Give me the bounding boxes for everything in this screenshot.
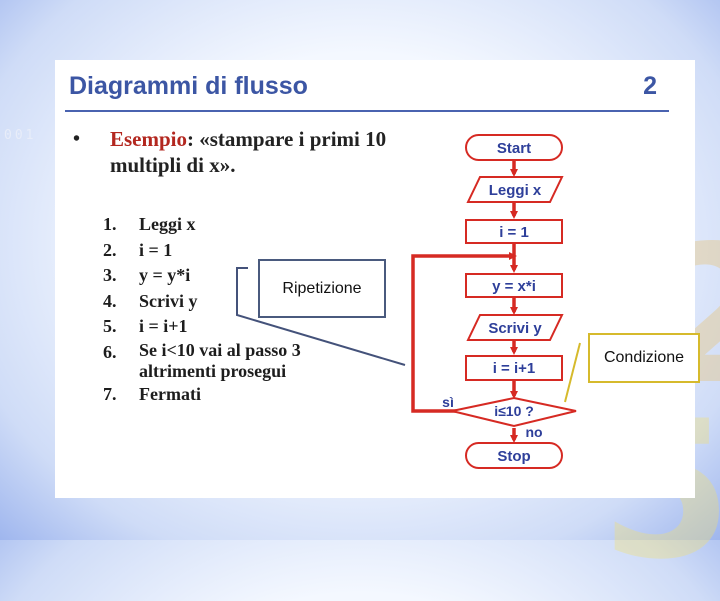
list-item: 5.i = i+1: [103, 316, 188, 336]
init-process-box: [465, 219, 563, 244]
start-terminal: [465, 134, 563, 161]
start-label: Start: [497, 140, 531, 157]
list-item: 2.i = 1: [103, 239, 173, 260]
decision-diamond: [451, 396, 577, 428]
bullet-marker: •: [73, 128, 81, 150]
flowchart-diagram: Start Leggi x i = 1 y = x*i Scrivi y i =…: [236, 134, 581, 469]
write-output-shape: [466, 314, 564, 341]
list-item: 4.Scrivi y: [103, 290, 198, 311]
no-label: no: [525, 424, 542, 440]
title-divider: [65, 110, 669, 112]
compute-label: y = x*i: [492, 278, 536, 295]
repetition-leader-line: [236, 267, 406, 366]
list-item: 6.Se i<10 vai al passo 3 altrimenti pros…: [103, 339, 301, 381]
stop-terminal: [465, 442, 563, 469]
compute-process-box: [465, 273, 563, 298]
decision-label: i≤10 ?: [494, 403, 534, 419]
flow-connectors: [411, 160, 518, 443]
condition-leader-line: [564, 342, 581, 403]
slide-title: Diagrammi di flusso: [69, 72, 308, 100]
background-code-text: 001: [4, 128, 37, 143]
example-keyword: Esempio: [110, 127, 188, 151]
example-body: : «stampare i primi 10 multipli di x».: [110, 127, 387, 177]
init-label: i = 1: [499, 224, 529, 241]
steps-list: 1.Leggi x 2.i = 1 3.y = y*i 4.Scrivi y 5…: [103, 212, 359, 407]
increment-label: i = i+1: [493, 360, 536, 377]
list-item: 1.Leggi x: [103, 214, 196, 234]
list-item: 7.Fermati: [103, 383, 201, 404]
read-label: Leggi x: [489, 182, 542, 199]
slide-number: 2: [643, 72, 657, 100]
write-label: Scrivi y: [488, 320, 542, 337]
stop-label: Stop: [497, 448, 530, 465]
condition-callout: Condizione: [588, 333, 700, 383]
yes-label: sì: [442, 394, 454, 410]
repetition-callout: Ripetizione: [258, 259, 386, 318]
increment-process-box: [465, 355, 563, 381]
list-item: 3.y = y*i: [103, 265, 191, 285]
example-text: Esempio: «stampare i primi 10 multipli d…: [110, 126, 440, 178]
read-input-shape: [466, 176, 564, 203]
